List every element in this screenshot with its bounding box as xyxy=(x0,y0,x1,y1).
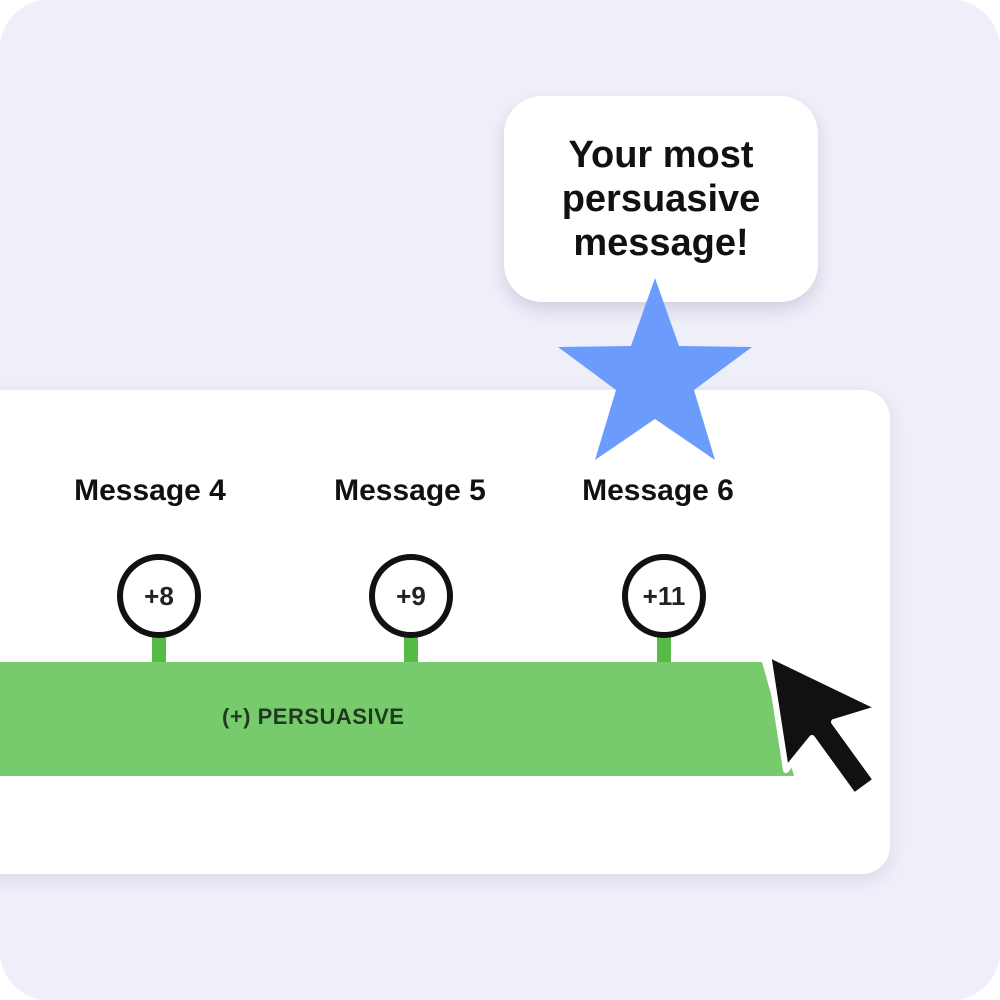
message-4-stem xyxy=(152,632,166,668)
message-5-score: +9 xyxy=(396,580,426,611)
star-icon xyxy=(558,278,752,460)
callout-bubble: Your most persuasive message! xyxy=(504,96,818,302)
message-6-stem xyxy=(657,632,671,668)
mouse-cursor-icon xyxy=(765,651,883,799)
message-5-score-badge[interactable]: +9 xyxy=(369,554,453,638)
message-5-label: Message 5 xyxy=(334,474,486,507)
message-6-label: Message 6 xyxy=(582,474,734,507)
message-6-score-badge[interactable]: +11 xyxy=(622,554,706,638)
message-6-score: +11 xyxy=(642,580,686,611)
message-4-score-badge[interactable]: +8 xyxy=(117,554,201,638)
message-4-score: +8 xyxy=(144,580,174,611)
callout-text: Your most persuasive message! xyxy=(561,134,761,264)
persuasion-card xyxy=(0,390,890,874)
persuasive-band xyxy=(0,662,794,776)
persuasive-band-label: (+) PERSUASIVE xyxy=(222,704,405,729)
message-4-label: Message 4 xyxy=(74,474,226,507)
message-5-stem xyxy=(404,632,418,668)
